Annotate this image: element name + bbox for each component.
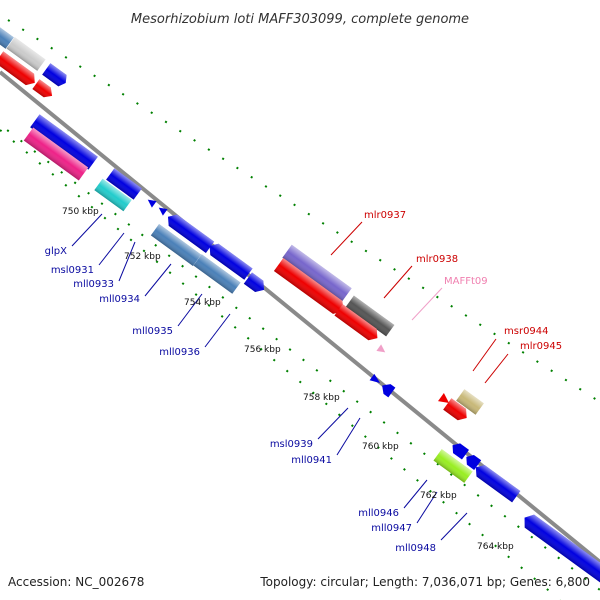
reverse-strand-genes: [23, 114, 600, 585]
gene-box-upper-4[interactable]: [0, 51, 39, 88]
gene-label-msl0939[interactable]: msl0939: [270, 439, 313, 450]
gene-label-mlr0945[interactable]: mlr0945: [520, 341, 562, 352]
leader-line-MAFFt09: [411, 287, 443, 321]
gene-label-mll0935[interactable]: mll0935: [132, 326, 173, 337]
gene-small-blue-reverse[interactable]: [156, 204, 168, 216]
tick-label: 758 kbp: [303, 393, 340, 403]
leader-lines-forward: [330, 221, 509, 384]
gene-mlr0938[interactable]: [345, 295, 395, 337]
gene-label-mll0934[interactable]: mll0934: [99, 294, 140, 305]
forward-gene-labels: mlr0937 mlr0938 MAFFt09 msr0944 mlr0945: [364, 210, 562, 352]
gene-mll0946[interactable]: [433, 449, 473, 483]
gene-magenta-reverse[interactable]: [23, 127, 89, 181]
gene-blue-reverse-5[interactable]: [463, 452, 482, 470]
gene-label-msr0944[interactable]: msr0944: [504, 326, 549, 337]
gene-mll0948[interactable]: [520, 511, 600, 585]
accession-label: Accession: NC_002678: [8, 575, 144, 589]
gene-label-mll0936[interactable]: mll0936: [159, 347, 200, 358]
gene-msl0939[interactable]: [369, 373, 383, 386]
gene-red-forward-1[interactable]: [273, 258, 348, 318]
gene-label-mll0948[interactable]: mll0948: [395, 543, 436, 554]
tick-label: 756 kbp: [244, 345, 281, 355]
leader-lines-reverse: [71, 213, 468, 541]
gene-mll0947[interactable]: [472, 462, 521, 503]
gene-red-forward-2[interactable]: [334, 304, 381, 344]
gene-box-upper-5[interactable]: [32, 79, 55, 100]
tick-label: 754 kbp: [184, 298, 221, 308]
gene-box-upper-2[interactable]: [6, 37, 46, 71]
gene-glpX-box[interactable]: [106, 168, 142, 200]
gene-label-mlr0938[interactable]: mlr0938: [416, 254, 458, 265]
gene-label-mll0946[interactable]: mll0946: [358, 508, 399, 519]
gene-label-msl0931[interactable]: msl0931: [51, 265, 94, 276]
gene-blue-reverse-2[interactable]: [205, 240, 253, 280]
tick-label: 764 kbp: [477, 542, 514, 552]
scale-ticks: 750 kbp 752 kbp 754 kbp 756 kbp 758 kbp …: [62, 207, 514, 552]
gene-box-upper-3[interactable]: [42, 63, 70, 88]
gene-label-mll0947[interactable]: mll0947: [371, 523, 412, 534]
gene-mlr0945[interactable]: [443, 398, 471, 423]
gene-blue-reverse-1[interactable]: [30, 114, 98, 170]
dotted-tracks: [0, 19, 600, 600]
tick-label: 752 kbp: [124, 252, 161, 262]
gene-box-upper-1[interactable]: [0, 24, 14, 49]
gene-red-forward-3[interactable]: [438, 393, 452, 407]
forward-strand-genes: [0, 24, 484, 423]
reverse-gene-labels: glpX msl0931 mll0933 mll0934 mll0935 mll…: [45, 246, 436, 554]
gene-mll0941[interactable]: [379, 381, 396, 398]
gene-mll0935[interactable]: [150, 224, 202, 266]
tick-label: 760 kbp: [362, 442, 399, 452]
gene-blue-reverse-4[interactable]: [449, 440, 469, 460]
gene-MAFFt09[interactable]: [376, 344, 387, 355]
gene-mll0936[interactable]: [193, 254, 241, 294]
gene-blue-reverse-3[interactable]: [243, 272, 268, 295]
gene-label-mlr0937[interactable]: mlr0937: [364, 210, 406, 221]
gene-label-MAFFt09[interactable]: MAFFt09: [444, 276, 488, 287]
gene-label-mll0933[interactable]: mll0933: [73, 279, 114, 290]
gene-msr0944[interactable]: [456, 389, 484, 415]
gene-mll0934[interactable]: [164, 211, 215, 253]
genome-summary: Topology: circular; Length: 7,036,071 bp…: [259, 575, 590, 589]
map-title: Mesorhizobium loti MAFF303099, complete …: [131, 12, 469, 27]
gene-label-mll0941[interactable]: mll0941: [291, 455, 332, 466]
tick-label: 750 kbp: [62, 207, 99, 217]
gene-msl0931[interactable]: [94, 178, 132, 212]
tick-label: 762 kbp: [420, 491, 457, 501]
gene-mlr0937[interactable]: [282, 244, 352, 302]
gene-label-glpX[interactable]: glpX: [45, 246, 67, 257]
gene-mll0933[interactable]: [145, 196, 157, 208]
